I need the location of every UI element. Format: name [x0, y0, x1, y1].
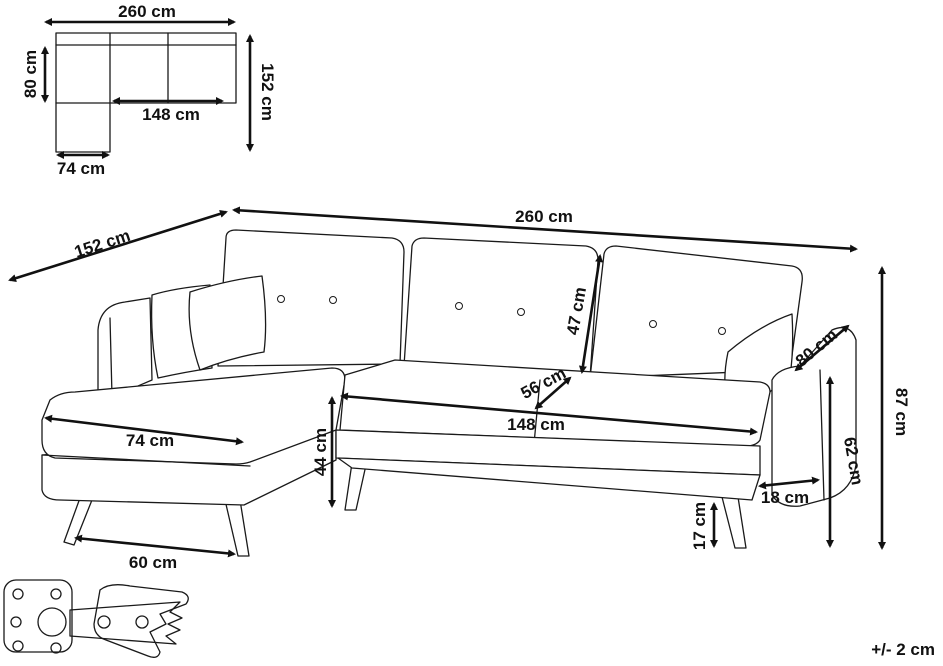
top-right-depth-label: 152 cm [258, 63, 277, 121]
leg-height-label: 17 cm [690, 502, 709, 550]
top-view: 260 cm 80 cm 152 cm 148 cm 74 cm [21, 2, 277, 178]
sofa-drawing [41, 229, 857, 557]
perspective-dims: 152 cm 260 cm 47 cm 56 cm 148 cm 74 cm 4… [8, 206, 911, 572]
leg-bracket-detail [3, 579, 189, 658]
top-chaise-width-label: 74 cm [57, 159, 105, 178]
leg-front-chaise [224, 499, 250, 557]
armrest-width-label: 18 cm [761, 488, 809, 507]
leg-front-right [721, 496, 747, 549]
seat-height-label: 44 cm [311, 428, 330, 476]
depth-label: 152 cm [72, 226, 133, 262]
pillow-left-2 [188, 275, 267, 371]
tolerance-label: +/- 2 cm [871, 640, 935, 659]
top-left-depth-label: 80 cm [21, 50, 40, 98]
leg-span-label: 60 cm [129, 553, 177, 572]
left-armrest [97, 297, 153, 399]
right-armrest [771, 326, 857, 507]
seat-width-label: 148 cm [507, 415, 565, 434]
width-label: 260 cm [515, 207, 573, 226]
leg-back-middle [344, 462, 367, 511]
chaise-width-label: 74 cm [126, 431, 174, 450]
top-width-label: 260 cm [118, 2, 176, 21]
top-seat-width-label: 148 cm [142, 105, 200, 124]
total-height-label: 87 cm [892, 388, 911, 436]
